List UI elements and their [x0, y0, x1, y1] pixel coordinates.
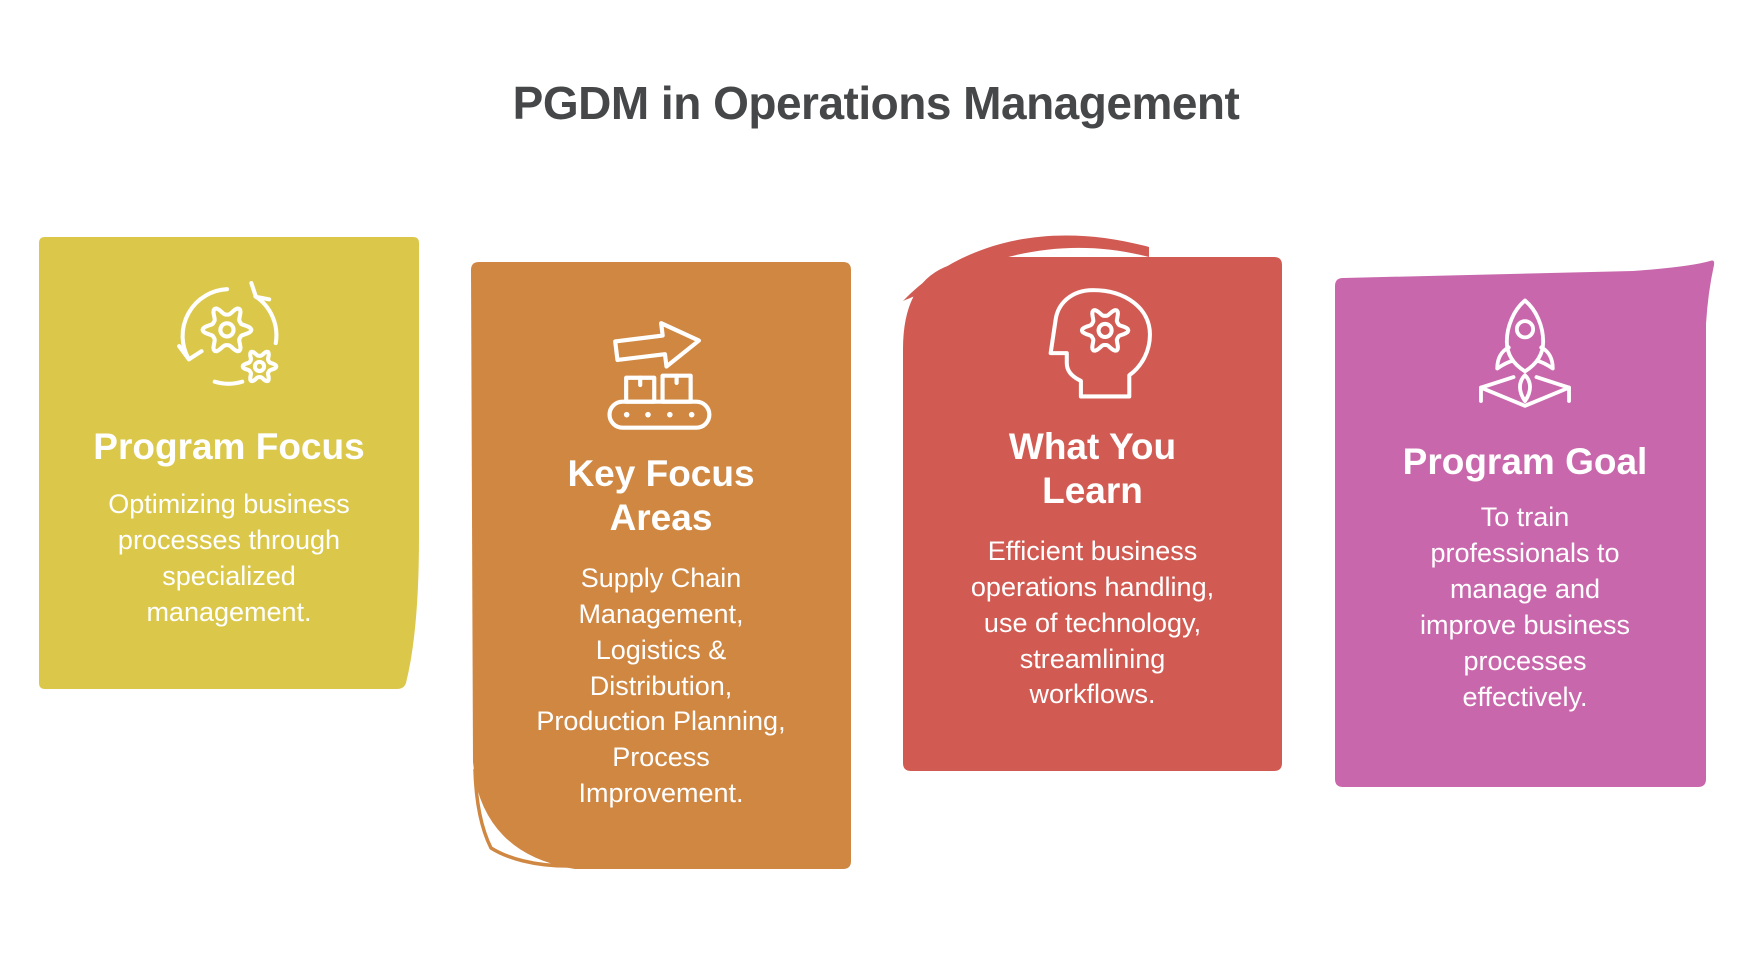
- page-curl-bottom-left: [473, 768, 571, 868]
- card-body: Supply Chain Management, Logistics & Dis…: [536, 562, 786, 809]
- card-heading: Program Goal: [1402, 441, 1648, 482]
- card-body: Optimizing business processes through sp…: [108, 489, 350, 628]
- card-heading: What You Learn: [1008, 426, 1177, 512]
- card-program-focus: Program Focus Optimizing business proces…: [39, 237, 419, 689]
- rocket-launch-icon: [1479, 298, 1571, 408]
- head-gear-icon: [1048, 288, 1152, 399]
- card-shape-orange: [471, 262, 851, 869]
- card-content: Key Focus Areas Supply Chain Management,…: [471, 262, 851, 869]
- card-program-goal: Program Goal To train professionals to m…: [1335, 260, 1715, 787]
- card-body: To train professionals to manage and imp…: [1419, 502, 1631, 712]
- card-shape-yellow: [39, 237, 419, 689]
- card-key-focus-areas: Key Focus Areas Supply Chain Management,…: [471, 262, 851, 869]
- sync-gears-icon: [177, 281, 279, 386]
- card-content: What You Learn Efficient business operat…: [903, 237, 1282, 771]
- conveyor-belt-icon: [607, 321, 712, 430]
- card-content: Program Focus Optimizing business proces…: [39, 237, 419, 689]
- page-title: PGDM in Operations Management: [512, 77, 1240, 129]
- card-shape-pink: [1335, 260, 1715, 787]
- card-heading: Program Focus: [93, 426, 365, 467]
- card-body: Efficient business operations handling, …: [970, 535, 1215, 710]
- card-heading: Key Focus Areas: [567, 453, 755, 539]
- card-shape-red: [903, 235, 1282, 771]
- card-content: Program Goal To train professionals to m…: [1335, 262, 1715, 787]
- card-what-you-learn: What You Learn Efficient business operat…: [903, 235, 1282, 771]
